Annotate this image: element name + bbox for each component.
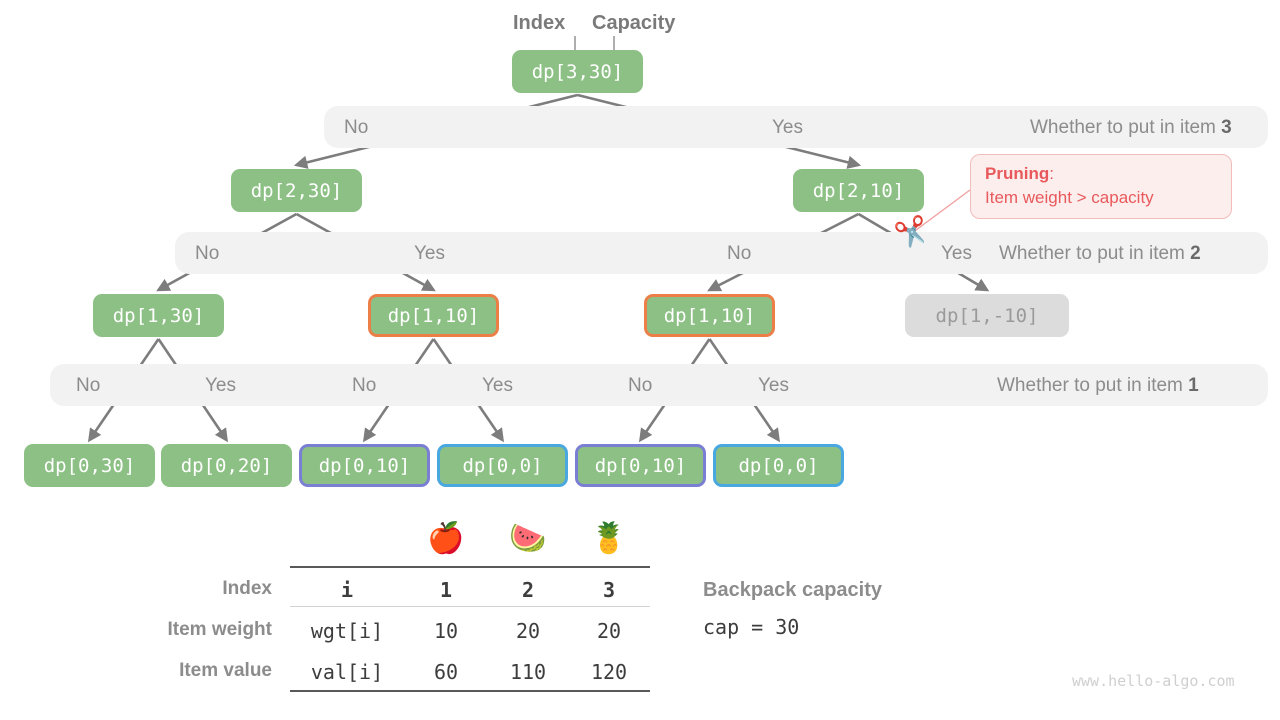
table-row-label-0: Index [222, 578, 272, 599]
table-rule-mid [290, 606, 650, 607]
dp-node-n9: dp[0,10] [299, 444, 430, 487]
branch-label-no: No [628, 375, 653, 396]
table-cell: 20 [596, 619, 622, 643]
dp-node-n1: dp[2,30] [231, 169, 362, 212]
band-question-b3: Whether to put in item 1 [997, 375, 1199, 397]
decision-band-b2 [175, 232, 1268, 274]
table-row-label-2: Item value [179, 660, 272, 681]
apple-icon: 🍎 [427, 522, 465, 555]
pruning-callout: Pruning: Item weight > capacity [970, 154, 1232, 219]
table-cell: 60 [433, 660, 459, 684]
table-row-label-1: Item weight [167, 619, 272, 640]
pruning-colon: : [1049, 164, 1054, 183]
table-cell: 120 [590, 660, 628, 684]
decision-band-b3 [50, 364, 1268, 406]
annotation-index: Index [513, 12, 566, 34]
branch-label-no: No [352, 375, 377, 396]
band-question-b1: Whether to put in item 3 [1030, 117, 1232, 139]
band-question-text: Whether to put in item [997, 375, 1189, 396]
table-key-cell-1: wgt[i] [310, 619, 384, 643]
branch-label-yes: Yes [941, 243, 972, 264]
branch-label-no: No [76, 375, 101, 396]
dp-node-n11: dp[0,10] [575, 444, 706, 487]
table-cell: 110 [509, 660, 547, 684]
table-cell: 1 [439, 578, 453, 602]
watermark: www.hello-algo.com [1072, 672, 1235, 690]
band-question-text: Whether to put in item [999, 243, 1191, 264]
backpack-capacity-value: cap = 30 [703, 615, 800, 639]
dp-node-n7: dp[0,30] [24, 444, 155, 487]
dp-node-n12: dp[0,0] [713, 444, 844, 487]
dp-node-n4: dp[1,10] [368, 294, 499, 337]
band-question-item-number: 3 [1221, 117, 1232, 138]
pruning-title-text: Pruning [985, 164, 1050, 183]
table-cell: 10 [433, 619, 459, 643]
dp-node-n8: dp[0,20] [161, 444, 292, 487]
decision-band-b1 [324, 106, 1268, 148]
table-cell: 20 [515, 619, 541, 643]
branch-label-yes: Yes [205, 375, 236, 396]
branch-label-yes: Yes [482, 375, 513, 396]
band-question-b2: Whether to put in item 2 [999, 243, 1201, 265]
table-key-cell-0: i [340, 578, 354, 602]
watermelon-icon: 🍉 [509, 522, 547, 555]
band-question-item-number: 1 [1188, 375, 1199, 396]
table-cell: 3 [602, 578, 616, 602]
branch-label-no: No [195, 243, 220, 264]
dp-node-n0: dp[3,30] [512, 50, 643, 93]
pruning-leader-line [907, 189, 971, 237]
branch-label-no: No [727, 243, 752, 264]
annotation-capacity: Capacity [592, 12, 676, 34]
branch-label-yes: Yes [758, 375, 789, 396]
dp-node-n2: dp[2,10] [793, 169, 924, 212]
table-cell: 2 [521, 578, 535, 602]
table-rule-top [290, 566, 650, 568]
table-rule-bottom [290, 690, 650, 692]
pruning-title: Pruning: [985, 164, 1217, 184]
dp-node-n6: dp[1,-10] [905, 294, 1069, 337]
band-question-item-number: 2 [1190, 243, 1201, 264]
band-question-text: Whether to put in item [1030, 117, 1222, 138]
table-key-cell-2: val[i] [310, 660, 384, 684]
backpack-capacity-title: Backpack capacity [703, 579, 883, 601]
branch-label-yes: Yes [772, 117, 803, 138]
pruning-detail: Item weight > capacity [985, 188, 1154, 207]
dp-node-n10: dp[0,0] [437, 444, 568, 487]
pineapple-icon: 🍍 [590, 522, 628, 555]
dp-node-n5: dp[1,10] [644, 294, 775, 337]
branch-label-yes: Yes [414, 243, 445, 264]
branch-label-no: No [344, 117, 369, 138]
dp-node-n3: dp[1,30] [93, 294, 224, 337]
